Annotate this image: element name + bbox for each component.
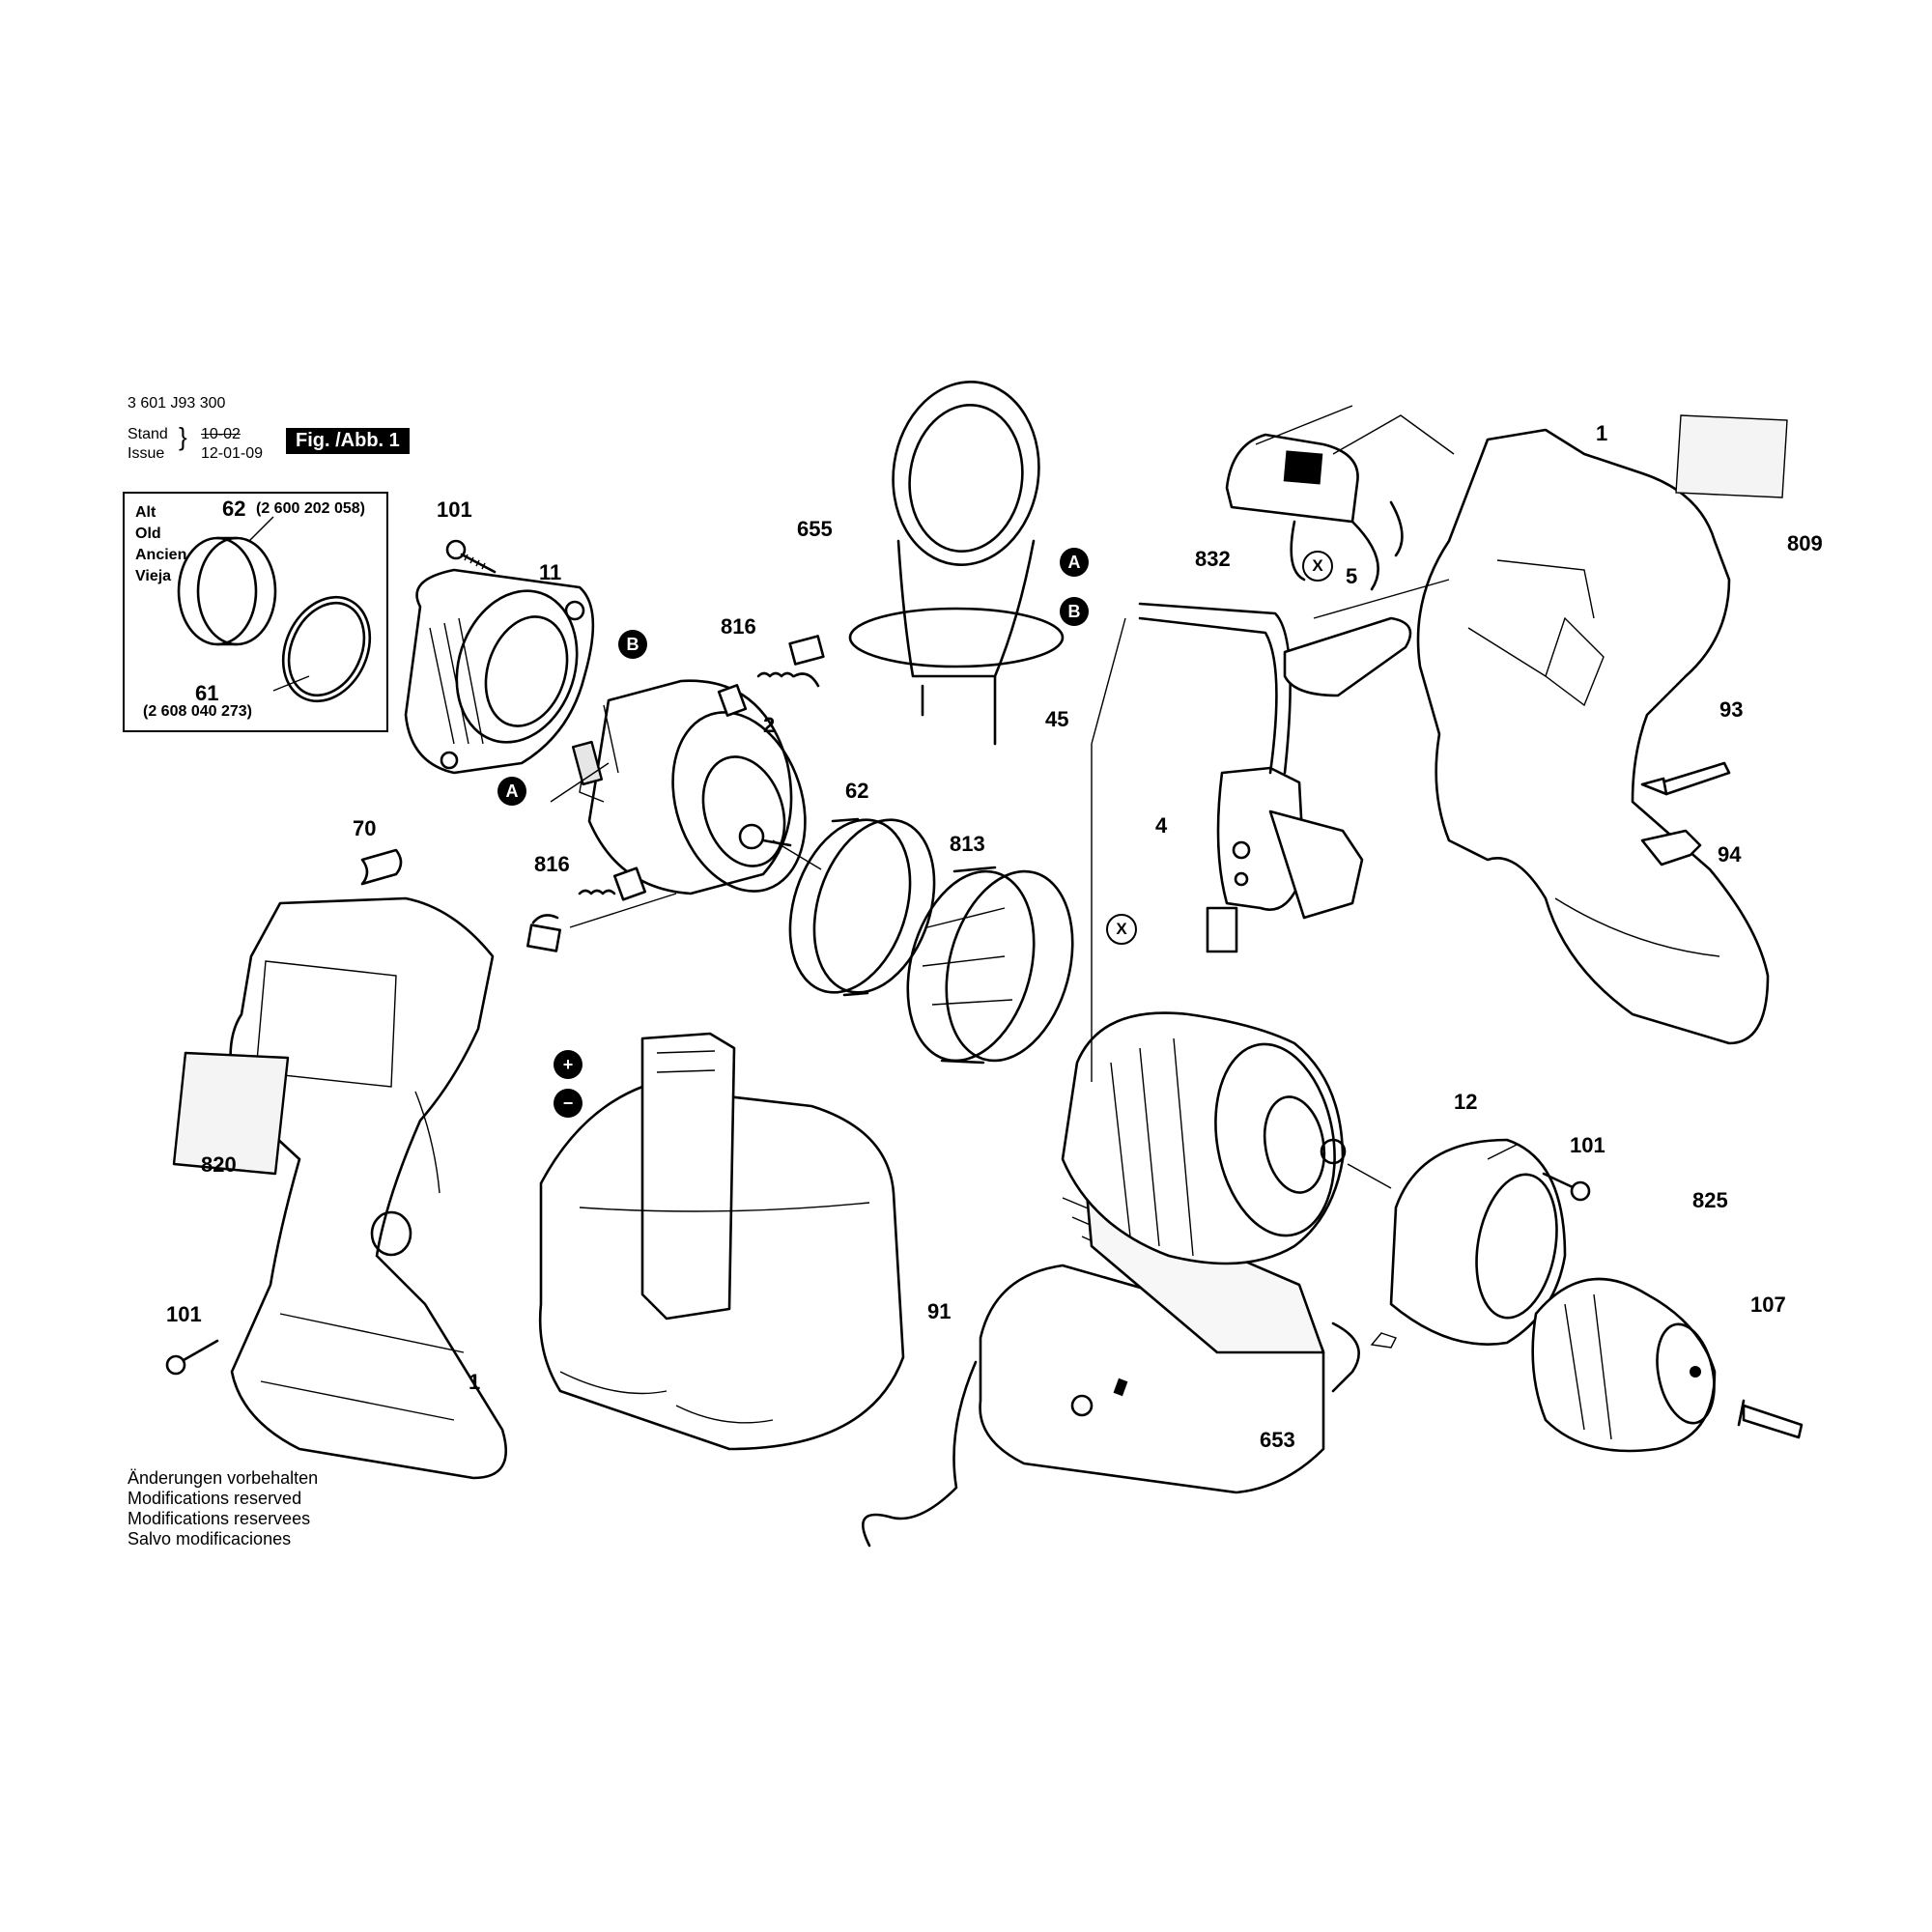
- sleeve-813: [906, 866, 1074, 1065]
- legend-line-vieja: Vieja: [135, 568, 172, 584]
- figure-label: Fig. /Abb. 1: [286, 428, 410, 454]
- part-label-816-top: 816: [721, 614, 756, 639]
- brush-holder-816-top: [717, 635, 825, 717]
- screw-107: [1737, 1399, 1804, 1439]
- label-820: [172, 1051, 290, 1176]
- gear-cover-12: [1370, 1138, 1567, 1349]
- legend-line-old: Old: [135, 526, 161, 542]
- part-label-70: 70: [353, 816, 377, 840]
- wire-set-45: [1138, 602, 1292, 775]
- screw-101-top: [445, 539, 497, 574]
- collar-655: [848, 381, 1065, 746]
- note-line-es: Salvo modificaciones: [128, 1529, 292, 1548]
- stand-date: 10-02: [201, 426, 241, 442]
- part-label-4: 4: [1155, 813, 1168, 838]
- legend-line-ancien: Ancien: [135, 547, 187, 563]
- connector-x-badge-top: X: [1302, 551, 1333, 582]
- screw-101-left: [165, 1339, 219, 1376]
- ring-62-old: [177, 536, 277, 646]
- switch-4: [1206, 766, 1364, 953]
- connector-b-badge-right: B: [1060, 597, 1089, 626]
- part-label-820: 820: [201, 1152, 237, 1177]
- part-label-1-top: 1: [1596, 421, 1608, 445]
- connector-a-badge-left: A: [497, 777, 526, 806]
- chuck-825: [1531, 1277, 1717, 1453]
- brush-holder-816-mid: [526, 867, 647, 952]
- belt-clip-94: [1640, 829, 1702, 867]
- battery-plus-badge: +: [554, 1050, 582, 1079]
- part-label-809: 809: [1787, 531, 1823, 555]
- part-label-653: 653: [1260, 1428, 1295, 1452]
- part-label-101-top: 101: [437, 497, 472, 522]
- part-label-94: 94: [1718, 842, 1742, 867]
- part-label-45: 45: [1045, 707, 1069, 731]
- old-parts-legend: Alt Old Ancien Vieja: [135, 502, 186, 587]
- housing-half-left: [229, 896, 507, 1480]
- ring-61-old: [281, 595, 372, 703]
- clip-70: [360, 848, 403, 886]
- motor-bracket-11: [404, 568, 595, 775]
- part-label-101-left: 101: [166, 1302, 202, 1326]
- legend-part-62-number: 62: [222, 497, 246, 521]
- switch-cover-832: [1225, 433, 1404, 591]
- part-label-813: 813: [950, 832, 985, 856]
- note-line-fr: Modifications reservees: [128, 1509, 311, 1528]
- brace-icon: }: [179, 422, 187, 451]
- connector-a-badge-right: A: [1060, 548, 1089, 577]
- part-label-825: 825: [1692, 1188, 1728, 1212]
- screw-101-right: [1542, 1172, 1591, 1202]
- part-label-1-bottom: 1: [469, 1370, 481, 1394]
- legend-part-61-number: 61: [195, 681, 219, 705]
- part-label-107: 107: [1750, 1293, 1786, 1317]
- label-809: [1675, 414, 1788, 498]
- motor-2: [571, 679, 807, 895]
- model-number: 3 601 J93 300: [128, 395, 226, 412]
- part-label-11: 11: [539, 560, 562, 584]
- screwdriver-bit-93: [1640, 761, 1731, 796]
- part-label-2: 2: [763, 713, 776, 737]
- battery-91: [538, 1032, 905, 1451]
- connector-x-badge-mid: X: [1106, 914, 1137, 945]
- battery-minus-badge: −: [554, 1089, 582, 1118]
- note-line-en: Modifications reserved: [128, 1489, 302, 1508]
- connector-b-badge-left: B: [618, 630, 647, 659]
- part-label-816-mid: 816: [534, 852, 570, 876]
- part-label-5: 5: [1346, 564, 1358, 588]
- part-label-91: 91: [927, 1299, 952, 1323]
- note-line-de: Änderungen vorbehalten: [128, 1468, 319, 1488]
- gearbox-assembly: [1061, 1011, 1347, 1265]
- legend-line-alt: Alt: [135, 504, 156, 521]
- part-label-832: 832: [1195, 547, 1231, 571]
- ring-62: [788, 817, 936, 997]
- pad-5: [1283, 616, 1412, 697]
- legend-part-61-code: (2 608 040 273): [143, 703, 252, 720]
- part-label-12: 12: [1454, 1090, 1478, 1114]
- stand-label: Stand: [128, 426, 168, 442]
- part-label-655: 655: [797, 517, 833, 541]
- issue-date: 12-01-09: [201, 445, 264, 462]
- part-label-62: 62: [845, 779, 869, 803]
- old-parts-legend-frame: [123, 492, 388, 732]
- legend-part-62-code: (2 600 202 058): [256, 500, 365, 517]
- housing-half-right: [1416, 428, 1770, 1045]
- part-label-93: 93: [1719, 697, 1744, 722]
- modifications-note: Änderungen vorbehalten Modifications res…: [128, 1468, 318, 1549]
- part-label-101-right: 101: [1570, 1133, 1605, 1157]
- issue-label: Issue: [128, 445, 165, 462]
